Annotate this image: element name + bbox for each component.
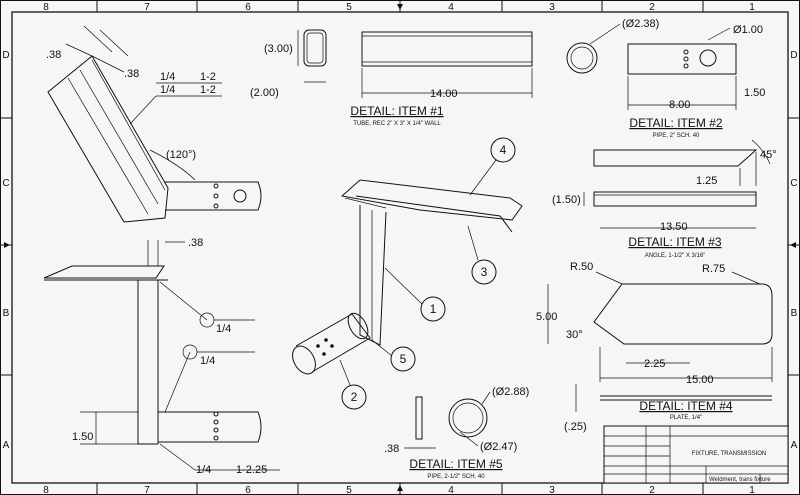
item-balloon: 3 xyxy=(481,265,488,279)
zone-col-label: 1 xyxy=(749,485,755,495)
zone-col-label: 7 xyxy=(144,2,150,13)
item-balloon: 5 xyxy=(400,352,407,366)
detail-title: DETAIL: ITEM #2 xyxy=(629,116,722,130)
dim-label: 30° xyxy=(566,329,583,341)
zone-col-label: 5 xyxy=(346,2,352,13)
zone-row-label: A xyxy=(3,440,10,451)
dim-label: 5.00 xyxy=(536,311,557,323)
detail-title: DETAIL: ITEM #5 xyxy=(409,457,502,471)
zone-col-label: 4 xyxy=(448,2,454,13)
weldment-side-view xyxy=(47,25,262,223)
weld-symbol-size: 1/4 xyxy=(216,323,231,335)
weld-symbol-size: 1/4 xyxy=(196,464,211,476)
zone-row-label: C xyxy=(2,178,9,189)
detail-subtitle: PIPE, 2" SCH. 40 xyxy=(653,133,700,139)
zone-col-label: 3 xyxy=(549,2,555,13)
detail-subtitle: PIPE, 2-1/2" SCH. 40 xyxy=(427,474,485,480)
dim-label: R.50 xyxy=(570,261,593,273)
dim-label: 15.00 xyxy=(686,374,714,386)
zone-col-label: 2 xyxy=(649,2,655,13)
drawing-title: FIXTURE, TRANSMISSION xyxy=(692,451,767,457)
dim-label: 2.25 xyxy=(644,358,665,370)
zone-col-label: 8 xyxy=(43,485,49,495)
zone-col-label: 6 xyxy=(245,2,251,13)
zone-row-label: A xyxy=(791,440,798,451)
dim-label: .38 xyxy=(124,68,139,80)
dim-label: (2.00) xyxy=(250,87,279,99)
weld-symbol-size: 1/4 xyxy=(200,355,215,367)
zone-col-label: 1 xyxy=(749,2,755,13)
zone-row-label: D xyxy=(2,50,9,61)
weldment-front-view xyxy=(43,240,280,471)
detail-item-2 xyxy=(566,23,737,110)
detail-title: DETAIL: ITEM #3 xyxy=(628,235,721,249)
zone-col-label: 4 xyxy=(448,485,454,495)
detail-subtitle: TUBE, REC 2" X 3" X 1/4" WALL xyxy=(353,121,441,127)
dim-label: 8.00 xyxy=(669,99,690,111)
dim-label: 14.00 xyxy=(430,88,458,100)
weld-symbol-length: 1-2 xyxy=(200,84,216,96)
drawing-file-name: Weldment, trans fixture xyxy=(709,477,771,483)
zone-row-label: B xyxy=(3,308,10,319)
dim-label: 1.50 xyxy=(72,431,93,443)
weld-symbol-length: 1-2 xyxy=(200,71,216,83)
item-balloon: 4 xyxy=(500,143,507,157)
weld-symbol-size: 1/4 xyxy=(160,84,175,96)
isometric-view xyxy=(292,137,523,410)
dim-label: R.75 xyxy=(702,263,725,275)
zone-col-label: 8 xyxy=(43,2,49,13)
dim-label: 45° xyxy=(760,149,777,161)
zone-col-label: 2 xyxy=(649,485,655,495)
detail-title: DETAIL: ITEM #4 xyxy=(639,399,732,413)
zone-col-label: 5 xyxy=(346,485,352,495)
zone-col-label: 3 xyxy=(549,485,555,495)
detail-item-4 xyxy=(547,271,773,412)
detail-item-3 xyxy=(583,139,771,229)
zone-row-label: C xyxy=(790,178,797,189)
dim-label: (1.50) xyxy=(552,194,581,206)
detail-title: DETAIL: ITEM #1 xyxy=(350,104,443,118)
angle-label: (120°) xyxy=(166,149,196,161)
dim-label: (.25) xyxy=(564,421,587,433)
dim-label: (Ø2.38) xyxy=(622,18,659,30)
detail-subtitle: PLATE, 1/4" xyxy=(670,415,702,421)
item-balloon: 1 xyxy=(430,302,437,316)
zone-row-label: B xyxy=(791,308,798,319)
detail-subtitle: ANGLE, 1-1/2" X 3/16" xyxy=(645,253,706,259)
zone-row-label: D xyxy=(790,50,797,61)
weld-symbol-size: 1/4 xyxy=(160,71,175,83)
detail-item-1 xyxy=(297,29,533,98)
dim-label: 1.25 xyxy=(696,175,717,187)
item-balloon: 2 xyxy=(351,390,358,404)
dim-label: .38 xyxy=(46,49,61,61)
zone-col-label: 7 xyxy=(144,485,150,495)
dim-label: 1.50 xyxy=(744,87,765,99)
dim-label: Ø1.00 xyxy=(733,24,763,36)
dim-label: (Ø2.88) xyxy=(492,386,529,398)
weld-symbol-length: 1-2.25 xyxy=(236,464,267,476)
detail-item-5 xyxy=(404,391,491,449)
dim-label: 13.50 xyxy=(660,221,688,233)
dim-label: (3.00) xyxy=(264,43,293,55)
dim-label: .38 xyxy=(384,443,399,455)
dim-label: .38 xyxy=(188,237,203,249)
dim-label: (Ø2.47) xyxy=(480,441,517,453)
title-block xyxy=(603,425,789,484)
zone-col-label: 6 xyxy=(245,485,251,495)
